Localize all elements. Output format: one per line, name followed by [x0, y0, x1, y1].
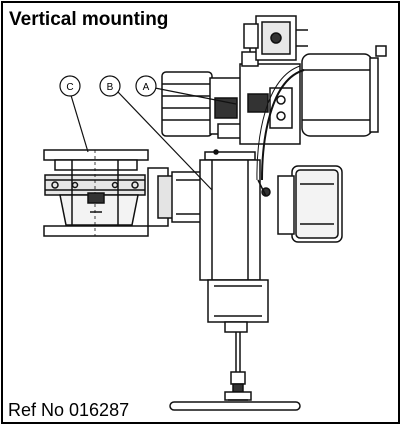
diagram-title: Vertical mounting: [9, 9, 169, 30]
valve-body: [43, 149, 149, 237]
handwheel-assembly: [169, 332, 301, 411]
callout-b: B: [99, 75, 121, 97]
reference-number: Ref No 016287: [8, 400, 130, 420]
hydraulic-hose: [261, 69, 305, 181]
coupling-bracket: [147, 167, 203, 227]
callout-label-b: B: [107, 82, 114, 93]
solenoid-valve: [243, 15, 308, 61]
callout-a: A: [135, 75, 157, 97]
callout-label-a: A: [143, 82, 150, 93]
leader-line-c: [69, 91, 89, 153]
electric-motor: [161, 71, 249, 139]
leader-line-b: [117, 91, 213, 191]
oil-reservoir: [301, 45, 387, 137]
hydraulic-manifold: [239, 40, 301, 145]
actuator-body: [199, 149, 269, 333]
control-box: [261, 165, 343, 243]
callout-label-c: C: [66, 82, 73, 93]
callout-c: C: [59, 75, 81, 97]
diagram-frame: [1, 1, 400, 424]
leader-line-a: [154, 87, 237, 105]
